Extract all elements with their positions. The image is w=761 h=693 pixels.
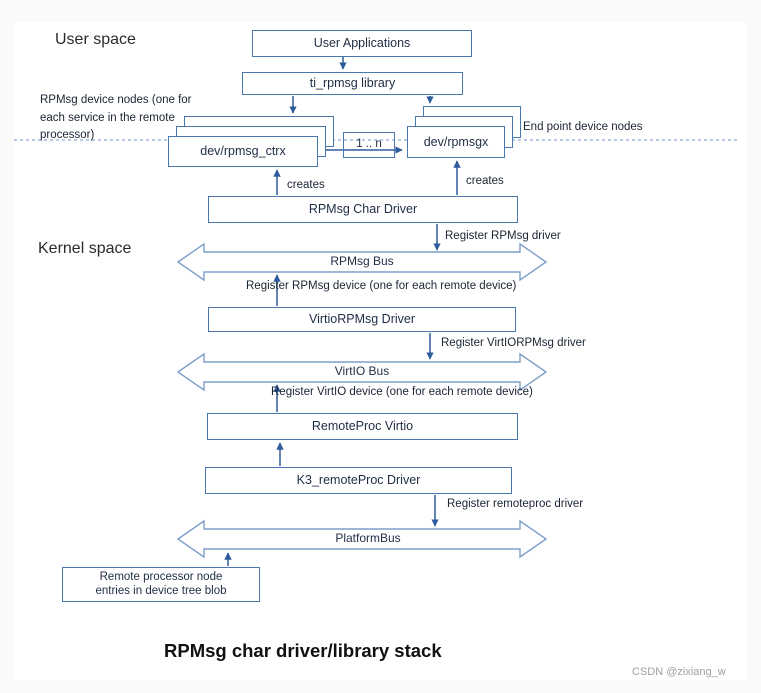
node-remote-processor-dtb: Remote processor node entries in device … bbox=[62, 567, 260, 602]
node-virtio-rpmsg-driver: VirtioRPMsg Driver bbox=[208, 307, 516, 332]
dtb-line: Remote processor node bbox=[99, 571, 223, 584]
end-point-device-nodes-note: End point device nodes bbox=[523, 121, 643, 133]
node-dev-rpmsg-ctrx: dev/rpmsg_ctrx bbox=[168, 136, 318, 167]
rpmsg-bus-label: RPMsg Bus bbox=[330, 254, 394, 268]
platform-bus-shape bbox=[176, 519, 548, 559]
node-rpmsg-char-driver: RPMsg Char Driver bbox=[208, 196, 518, 223]
node-ti-rpmsg-library: ti_rpmsg library bbox=[242, 72, 463, 95]
csdn-watermark: CSDN @zixiang_w bbox=[632, 666, 726, 678]
node-k3-remoteproc-driver: K3_remoteProc Driver bbox=[205, 467, 512, 494]
diagram-title: RPMsg char driver/library stack bbox=[164, 640, 442, 661]
register-virtiorpmsg-driver-label: Register VirtIORPMsg driver bbox=[441, 337, 586, 349]
kernel-space-label: Kernel space bbox=[38, 240, 132, 257]
node-remoteproc-virtio: RemoteProc Virtio bbox=[207, 413, 518, 440]
note-line: RPMsg device nodes (one for bbox=[40, 94, 192, 106]
register-virtio-device-label: Register VirtIO device (one for each rem… bbox=[271, 386, 533, 398]
virtio-bus-label: VirtIO Bus bbox=[334, 364, 390, 378]
register-rpmsg-driver-label: Register RPMsg driver bbox=[445, 230, 561, 242]
node-multiplicity-1-n: 1 .. n bbox=[343, 132, 395, 158]
node-user-applications: User Applications bbox=[252, 30, 472, 57]
user-space-label: User space bbox=[55, 31, 136, 48]
creates-right-label: creates bbox=[466, 175, 504, 187]
note-line: processor) bbox=[40, 129, 95, 141]
note-line: each service in the remote bbox=[40, 111, 175, 124]
rpmsg-bus-shape bbox=[176, 242, 548, 282]
creates-left-label: creates bbox=[287, 179, 325, 191]
platform-bus-label: PlatformBus bbox=[335, 531, 401, 545]
rpmsg-device-nodes-note: RPMsg device nodes (one for each service… bbox=[40, 92, 192, 145]
node-dev-rpmsgx: dev/rpmsgx bbox=[407, 126, 505, 158]
dtb-line: entries in device tree blob bbox=[95, 584, 227, 597]
virtio-bus-shape bbox=[176, 352, 548, 392]
dtb-label: Remote processor node entries in device … bbox=[95, 571, 226, 597]
register-remoteproc-driver-label: Register remoteproc driver bbox=[447, 498, 584, 510]
register-rpmsg-device-label: Register RPMsg device (one for each remo… bbox=[246, 280, 517, 292]
